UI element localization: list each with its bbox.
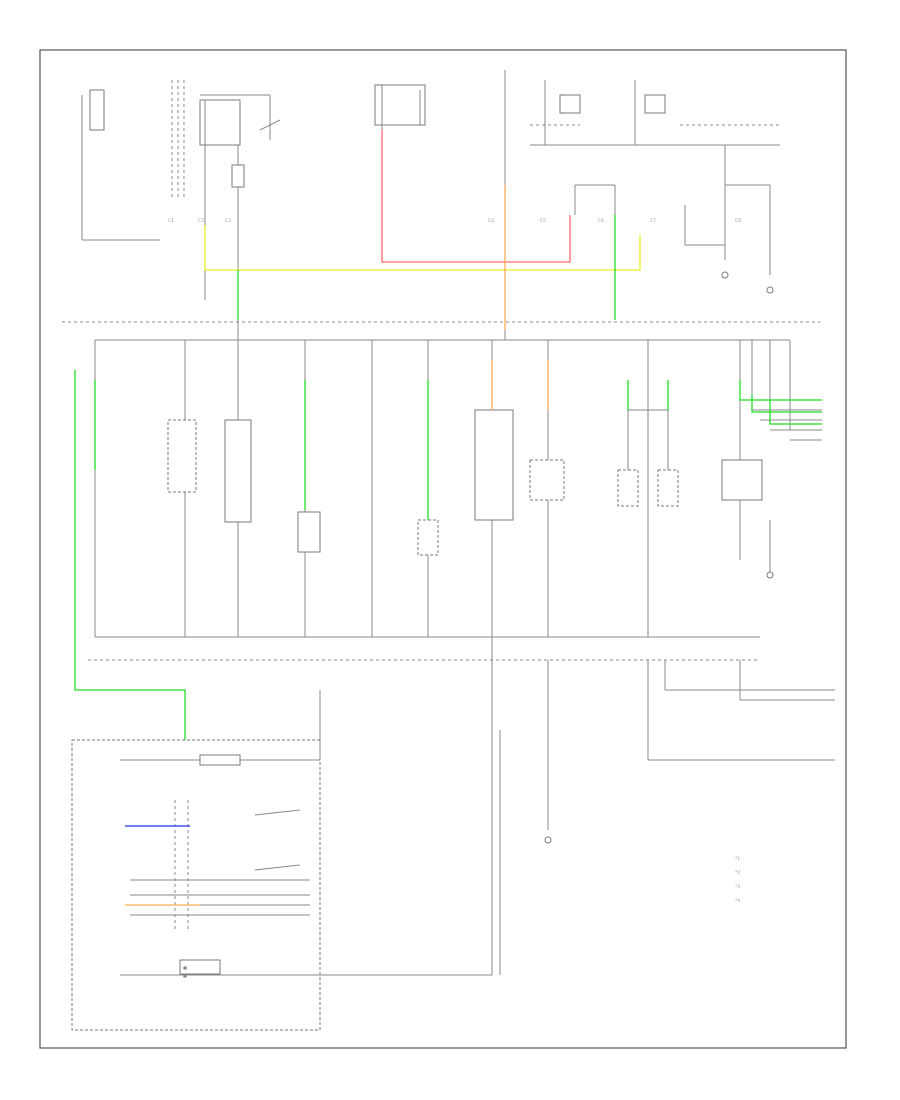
- legend: *1 *2 *3 *4: [735, 856, 740, 904]
- wire-green-mid-8: [751, 395, 822, 413]
- svg-text:*1: *1: [735, 856, 740, 862]
- wire-green-mid-7: [739, 380, 822, 401]
- svg-text:C2: C2: [198, 218, 204, 224]
- svg-text:*4: *4: [735, 898, 740, 904]
- switch-right-b: [644, 94, 666, 114]
- ground-right-a: [721, 271, 729, 279]
- ground-middle-right: [766, 571, 774, 579]
- svg-text:C4: C4: [488, 218, 494, 224]
- legend-item: *2: [735, 870, 740, 876]
- svg-text:C3: C3: [225, 218, 231, 224]
- fuse-box-middle: [374, 84, 426, 126]
- legend-item: *1: [735, 856, 740, 862]
- svg-text:*2: *2: [735, 870, 740, 876]
- switch-module: [199, 754, 241, 766]
- relay-bottom: [179, 959, 221, 975]
- ground-bottom-center: [544, 836, 552, 844]
- component-h: [657, 469, 679, 507]
- component-d: [417, 519, 439, 556]
- fuse-box-left: [89, 89, 105, 131]
- legend-item: *3: [735, 884, 740, 890]
- middle-branches: [74, 320, 822, 746]
- svg-text:C5: C5: [540, 218, 546, 224]
- component-f: [529, 459, 565, 501]
- component-a: [167, 419, 197, 493]
- svg-text:*3: *3: [735, 884, 740, 890]
- diagram-frame: [39, 49, 847, 1049]
- switch-right-a: [559, 94, 581, 114]
- component-b: [224, 419, 252, 523]
- component-e: [474, 409, 514, 521]
- top-fuse-block: C1 C2 C3 C4 C5 C6 C7 C8: [81, 70, 780, 340]
- relay-left: [199, 99, 241, 146]
- wire-green-mid-9: [769, 400, 822, 425]
- component-c: [297, 511, 321, 553]
- svg-text:C7: C7: [650, 218, 656, 224]
- relay-coil: [231, 164, 245, 188]
- legend-item: *4: [735, 898, 740, 904]
- svg-text:C6: C6: [598, 218, 604, 224]
- bottom-section: [71, 637, 835, 1031]
- svg-text:C8: C8: [735, 218, 741, 224]
- wire-yellow: [204, 225, 641, 271]
- component-g: [617, 469, 639, 507]
- control-unit-left: [71, 739, 321, 1031]
- ground-right-b: [766, 286, 774, 294]
- wire-red: [381, 130, 571, 263]
- component-i: [721, 459, 763, 501]
- svg-text:C1: C1: [168, 218, 174, 224]
